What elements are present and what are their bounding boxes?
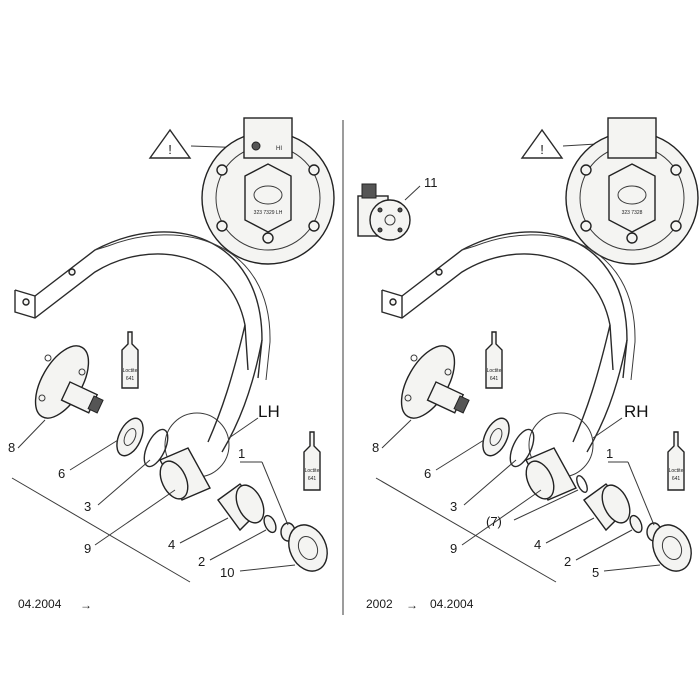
ring-part-3 bbox=[143, 428, 169, 468]
axle-part-8 bbox=[400, 345, 470, 419]
callout-9: 9 bbox=[450, 541, 457, 556]
hub-text-lh: 323 7329 LH bbox=[254, 210, 283, 216]
date-arrow-rh: → bbox=[406, 598, 418, 612]
callout-2: 2 bbox=[198, 554, 205, 569]
date-from-rh: 2002 bbox=[366, 597, 393, 611]
leader-lines-rh bbox=[375, 419, 661, 583]
washer-part-2 bbox=[263, 514, 277, 534]
callout-11: 11 bbox=[424, 175, 438, 190]
bearing-part-4 bbox=[217, 483, 265, 532]
side-label-lh: LH bbox=[258, 402, 280, 421]
date-arrow-lh: → bbox=[80, 598, 92, 612]
right-panel: ! 323 7328 11 bbox=[357, 117, 699, 612]
flange-detail-rh: 323 7328 bbox=[565, 117, 699, 265]
callout-8: 8 bbox=[372, 440, 379, 455]
callout-6: 6 bbox=[424, 466, 431, 481]
hi-screw-icon bbox=[251, 141, 261, 151]
loctite-number: 641 bbox=[490, 376, 499, 382]
callout-3: 3 bbox=[84, 499, 91, 514]
logo-icon bbox=[617, 185, 647, 205]
ring-part-3 bbox=[509, 428, 535, 468]
loctite-bottle-icon: Loctite 641 bbox=[667, 431, 685, 491]
loctite-text: Loctite bbox=[305, 468, 320, 474]
callout-8: 8 bbox=[8, 440, 15, 455]
loctite-bottle-icon: Loctite 641 bbox=[303, 431, 321, 491]
seal-part-7 bbox=[576, 474, 588, 494]
callout-3: 3 bbox=[450, 499, 457, 514]
loctite-text: Loctite bbox=[487, 368, 502, 374]
locknut-part-10 bbox=[288, 524, 328, 572]
callout-7: (7) bbox=[486, 514, 502, 529]
callout-4: 4 bbox=[534, 537, 541, 552]
callout-1: 1 bbox=[606, 446, 613, 461]
loctite-bottle-icon: Loctite 641 bbox=[485, 331, 503, 389]
sensor-part-11 bbox=[357, 183, 421, 241]
washer-part-6 bbox=[482, 417, 510, 457]
washer-part-2 bbox=[629, 514, 643, 534]
warning-mark: ! bbox=[168, 142, 172, 157]
bushing-part-9 bbox=[525, 447, 577, 501]
hi-label: HI bbox=[276, 146, 282, 152]
loctite-text: Loctite bbox=[669, 468, 684, 474]
leader-lines-lh bbox=[11, 419, 296, 583]
bushing-part-9 bbox=[159, 447, 211, 501]
callout-9: 9 bbox=[84, 541, 91, 556]
date-to-rh: 04.2004 bbox=[430, 597, 474, 611]
callout-2: 2 bbox=[564, 554, 571, 569]
hub-text-rh: 323 7328 bbox=[622, 210, 643, 216]
loctite-number: 641 bbox=[672, 476, 681, 482]
loctite-number: 641 bbox=[126, 376, 135, 382]
callout-5: 5 bbox=[592, 565, 599, 580]
flange-detail-lh: HI 323 7329 LH bbox=[201, 117, 335, 265]
axle-part-8 bbox=[34, 345, 104, 419]
loctite-text: Loctite bbox=[123, 368, 138, 374]
trailing-arm-rh bbox=[381, 231, 636, 453]
callout-10: 10 bbox=[220, 565, 234, 580]
locknut-part-5 bbox=[652, 524, 692, 572]
loctite-bottle-icon: Loctite 641 bbox=[121, 331, 139, 389]
bearing-part-4 bbox=[583, 483, 631, 532]
callout-1: 1 bbox=[238, 446, 245, 461]
washer-part-6 bbox=[116, 417, 144, 457]
side-label-rh: RH bbox=[624, 402, 649, 421]
logo-icon bbox=[253, 185, 283, 205]
warning-mark: ! bbox=[540, 142, 544, 157]
callout-4: 4 bbox=[168, 537, 175, 552]
left-panel: ! HI 323 7329 LH bbox=[8, 117, 335, 612]
date-label-lh: 04.2004 bbox=[18, 597, 62, 611]
callout-6: 6 bbox=[58, 466, 65, 481]
loctite-number: 641 bbox=[308, 476, 317, 482]
trailing-arm-lh bbox=[14, 231, 271, 453]
